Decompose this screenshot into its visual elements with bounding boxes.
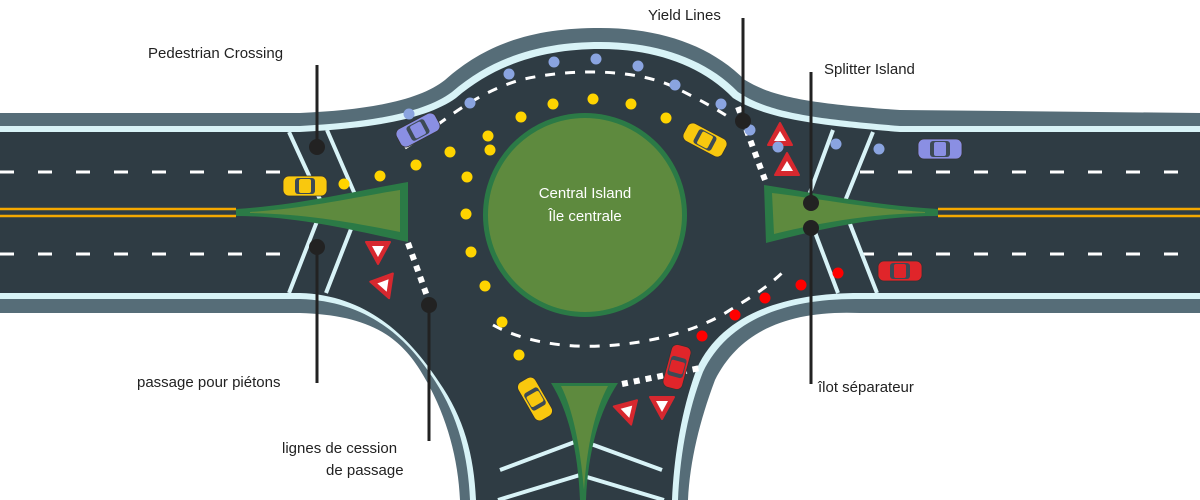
splitter-island-west bbox=[236, 182, 408, 242]
blue-car-icon bbox=[917, 138, 963, 160]
yield-lines-label-fr-2: de passage bbox=[326, 462, 404, 479]
yield-sign-icon bbox=[612, 399, 639, 426]
path-dot-blue bbox=[830, 138, 842, 150]
path-dot-blue bbox=[632, 60, 644, 72]
splitter-island-label-en: Splitter Island bbox=[824, 61, 915, 78]
path-dot-red bbox=[832, 267, 844, 279]
yield-sign-icon bbox=[774, 152, 800, 176]
yield-sign-icon bbox=[649, 396, 675, 420]
path-dot-blue bbox=[772, 141, 784, 153]
path-dot-red bbox=[696, 330, 708, 342]
yield-sign-icon bbox=[365, 241, 391, 265]
blue-car-icon bbox=[395, 112, 441, 148]
central-island bbox=[483, 113, 687, 317]
path-dot-yellow bbox=[460, 208, 472, 220]
leader-dots bbox=[309, 113, 819, 313]
path-dot-blue bbox=[873, 143, 885, 155]
path-dot-blue bbox=[503, 68, 515, 80]
path-dot-yellow bbox=[374, 170, 386, 182]
path-dot-yellow bbox=[479, 280, 491, 292]
path-dot-blue bbox=[548, 56, 560, 68]
path-dot-blue bbox=[590, 53, 602, 65]
path-dot-yellow bbox=[465, 246, 477, 258]
centerline-east bbox=[938, 207, 1200, 218]
red-car-icon bbox=[877, 260, 923, 282]
yield-sign-icon bbox=[369, 272, 394, 300]
central-island-label-fr: Île centrale bbox=[547, 208, 621, 225]
yellow-taxi-icon bbox=[517, 376, 553, 422]
yield-signs bbox=[365, 122, 800, 426]
pedestrian-crossing-label-fr: passage pour piétons bbox=[137, 374, 281, 391]
path-dot-red bbox=[729, 309, 741, 321]
path-dot-yellow bbox=[513, 349, 525, 361]
path-dot-yellow bbox=[587, 93, 599, 105]
path-dot-yellow bbox=[410, 159, 422, 171]
yellow-taxi-icon bbox=[282, 175, 328, 197]
vehicles bbox=[282, 112, 963, 422]
path-dot-red bbox=[795, 279, 807, 291]
path-dot-yellow bbox=[660, 112, 672, 124]
path-dot-blue bbox=[669, 79, 681, 91]
path-dot-blue bbox=[464, 97, 476, 109]
path-dot-yellow bbox=[515, 111, 527, 123]
path-dot-yellow bbox=[547, 98, 559, 110]
path-dot-yellow bbox=[482, 130, 494, 142]
path-dot-yellow bbox=[496, 316, 508, 328]
path-dot-blue bbox=[715, 98, 727, 110]
path-dot-yellow bbox=[625, 98, 637, 110]
lane-dashes-west bbox=[0, 170, 280, 256]
splitter-island-label-fr: îlot séparateur bbox=[818, 379, 914, 396]
splitter-island-south bbox=[551, 383, 618, 500]
central-island-label-en: Central Island bbox=[539, 185, 632, 202]
vehicle-paths bbox=[338, 53, 885, 373]
path-dot-blue bbox=[403, 108, 415, 120]
path-dot-red bbox=[759, 292, 771, 304]
pedestrian-crossing-label-en: Pedestrian Crossing bbox=[148, 45, 284, 62]
path-dot-yellow bbox=[338, 178, 350, 190]
leader-lines bbox=[315, 18, 813, 441]
red-truck-icon bbox=[662, 344, 692, 390]
path-dot-yellow bbox=[461, 171, 473, 183]
path-dot-yellow bbox=[444, 146, 456, 158]
yield-lines-label-fr-1: lignes de cession bbox=[282, 440, 398, 457]
yield-lines-label-en: Yield Lines bbox=[648, 7, 721, 24]
yellow-taxi-icon bbox=[682, 122, 728, 158]
centerline-west bbox=[0, 207, 236, 218]
path-dot-yellow bbox=[484, 144, 496, 156]
